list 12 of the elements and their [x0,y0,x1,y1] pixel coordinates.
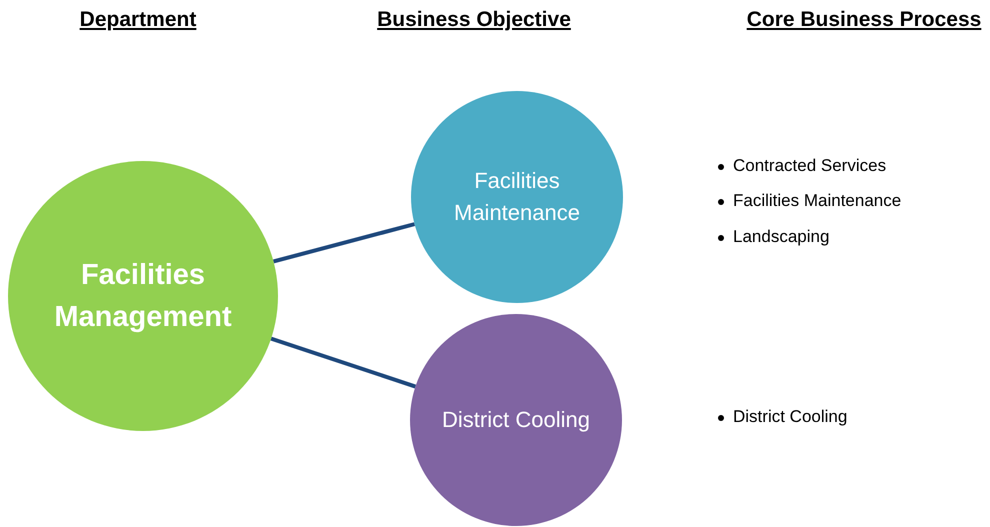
column-heading: Business Objective [377,8,571,32]
node-label: Facilities Maintenance [453,167,581,227]
list-item: Landscaping [733,227,830,247]
connector-line [270,336,416,388]
list-item: Facilities Maintenance [733,191,902,211]
connector-line [273,222,416,264]
list-item: District Cooling [733,407,848,427]
node-label: District Cooling [441,406,591,434]
node-label: Facilities Management [53,258,233,335]
column-heading: Core Business Process [746,8,982,32]
column-heading: Department [80,8,196,32]
list-item: Contracted Services [733,156,886,176]
